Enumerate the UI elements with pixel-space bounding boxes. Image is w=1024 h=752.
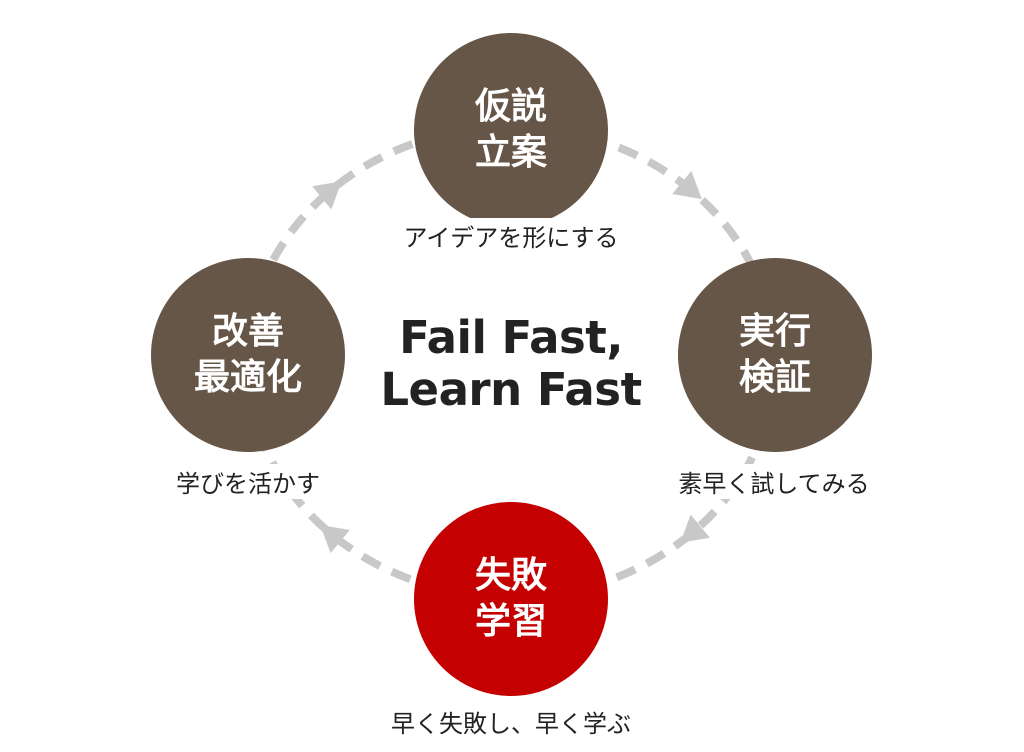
node-failure-line1: 失敗: [474, 555, 547, 596]
node-improvement-line1: 改善: [211, 311, 284, 352]
node-execution-line1: 実行: [738, 311, 811, 352]
node-execution: 実行 検証: [678, 258, 872, 452]
caption-improvement: 学びを活かす: [98, 464, 398, 499]
center-slogan: Fail Fast, Learn Fast: [330, 312, 692, 416]
node-improvement: 改善 最適化: [151, 258, 345, 452]
arrowhead-icon: [672, 170, 702, 200]
node-hypothesis-line2: 立案: [474, 132, 547, 173]
caption-execution: 素早く試してみる: [624, 464, 924, 499]
arrowhead-icon: [680, 514, 710, 543]
arrowhead-icon: [312, 181, 342, 210]
arrowhead-icon: [320, 524, 350, 554]
caption-failure-learning: 早く失敗し、早く学ぶ: [361, 704, 661, 739]
caption-hypothesis: アイデアを形にする: [361, 218, 661, 253]
node-failure-learning: 失敗 学習: [414, 502, 608, 696]
node-failure-line2: 学習: [474, 601, 547, 642]
node-improvement-line2: 最適化: [193, 357, 302, 398]
node-hypothesis: 仮説 立案: [414, 33, 608, 227]
slogan-line2: Learn Fast: [380, 363, 642, 416]
node-execution-line2: 検証: [738, 357, 811, 398]
slogan-line1: Fail Fast,: [399, 311, 623, 364]
node-hypothesis-line1: 仮説: [474, 86, 547, 127]
